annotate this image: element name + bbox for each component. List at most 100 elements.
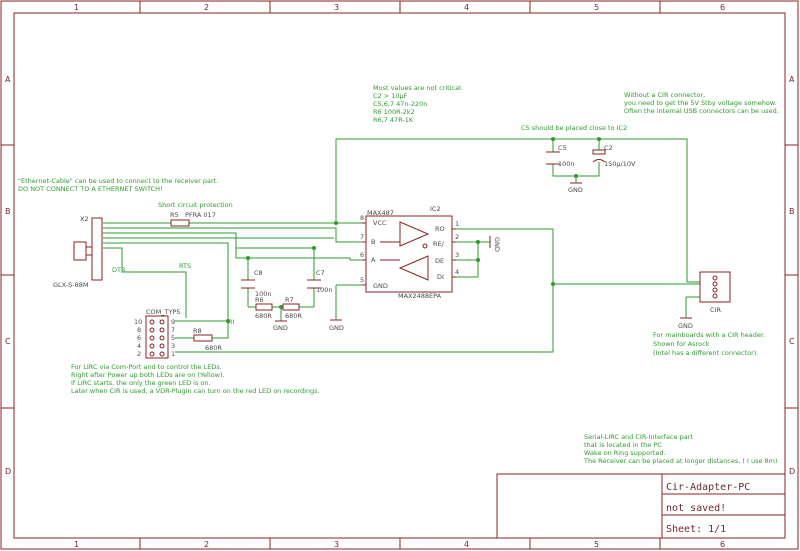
note-line: Most values are not critical.: [373, 84, 463, 92]
note-stby: Without a CIR connector, you need to get…: [624, 91, 779, 115]
note-ethernet: "Ethernet-Cable" can be used to connect …: [18, 177, 218, 193]
column-label: 5: [594, 3, 599, 12]
column-label: 1: [74, 3, 79, 12]
com-pin: 8: [137, 326, 141, 334]
com-connector: COM_TYP5 10 8 6 4 2 9 7 5 3 1: [134, 308, 181, 359]
drawing-title: Cir-Adapter-PC: [666, 482, 750, 493]
ic-pin-ro: RO: [435, 225, 445, 233]
note-line: Right after Power up both LEDs are on (Y…: [71, 371, 225, 379]
note-line: For mainboards with a CIR header.: [653, 331, 765, 339]
x2-connector: X2 GLX-S-88M: [53, 215, 103, 289]
com-pin: 9: [171, 318, 175, 326]
row-labels-left: A B C D: [5, 75, 11, 476]
ic-pin-de: DE: [435, 257, 444, 265]
note-line: C5,6,7 47n-220n: [373, 100, 427, 108]
ic-pin-vcc: VCC: [373, 219, 387, 227]
c8-label: C8: [254, 269, 263, 277]
c5-value: 100n: [558, 160, 575, 168]
note-line: Shown for Asrock: [653, 340, 710, 348]
resistor-r5: R5 PFRA 017: [170, 211, 216, 227]
row-label: D: [789, 467, 795, 476]
title-block: Cir-Adapter-PC not saved! Sheet: 1/1: [496, 473, 786, 539]
note-line: that is located in the PC: [584, 441, 662, 449]
c8-value: 100n: [255, 290, 272, 298]
note-line: Serial-LIRC and CIR-Interface part: [584, 433, 693, 441]
com-pin: 10: [134, 318, 142, 326]
row-label: B: [789, 207, 795, 216]
note-line: For LIRC via Com-Port and to control the…: [71, 363, 222, 371]
note-line: If LIRC starts, the only the green LED i…: [71, 379, 211, 387]
column-label: 1: [74, 540, 79, 549]
column-label: 2: [204, 540, 209, 549]
dtr-label: DTR: [112, 266, 126, 274]
gnd-symbol-r6r7: GND: [273, 320, 288, 332]
note-line: (Intel has a different connector).: [653, 349, 758, 357]
resistor-r7: R7 680R: [282, 296, 302, 320]
ic-pin-number: 3: [455, 251, 459, 259]
note-c5: C5 should be placed close to IC2: [521, 124, 627, 132]
column-label: 6: [720, 3, 725, 12]
ic-pin-number: 4: [455, 268, 459, 276]
note-short-circuit: Short circuit protection: [158, 201, 233, 209]
x2-label: X2: [80, 215, 89, 223]
gnd-label: GND: [678, 322, 693, 330]
r7-label: R7: [285, 296, 294, 304]
column-label: 2: [204, 3, 209, 12]
cir-label: CIR: [710, 306, 721, 314]
ic-pin-number: 5: [360, 276, 364, 284]
gnd-label: GND: [568, 186, 583, 194]
ic-pin-number: 7: [360, 233, 364, 241]
column-labels-bottom: 1 2 3 4 5 6: [74, 540, 725, 549]
c5-label: C5: [558, 144, 567, 152]
com-pin: 1: [171, 350, 175, 358]
com-pin: 3: [171, 342, 175, 350]
column-label: 4: [464, 3, 469, 12]
resistor-r6: R6 680R: [255, 296, 273, 320]
column-label: 3: [334, 3, 339, 12]
ic-pin-di: DI: [437, 273, 444, 281]
c7-value: 100n: [316, 286, 333, 294]
com-pin: 7: [171, 326, 175, 334]
com-pin: 6: [137, 334, 141, 342]
ic-ref: IC2: [430, 205, 441, 213]
note-line: Often the internal USB connectors can be…: [624, 107, 779, 115]
row-label: C: [789, 337, 795, 346]
column-label: 5: [594, 540, 599, 549]
ic-pin-b: B: [371, 238, 375, 246]
note-cir: For mainboards with a CIR header. Shown …: [653, 331, 765, 357]
save-status: not saved!: [666, 503, 726, 514]
c2-value: 150µ/10V: [604, 160, 636, 168]
r8-value: 680R: [205, 344, 222, 352]
row-label: B: [5, 207, 11, 216]
gnd-symbol-re: GND: [489, 236, 501, 252]
column-labels-top: 1 2 3 4 5 6: [74, 3, 725, 12]
capacitor-c8: C8 100n: [241, 269, 272, 298]
gnd-symbol-cir: GND: [678, 317, 693, 330]
r6-label: R6: [255, 296, 264, 304]
cir-header: CIR: [699, 271, 731, 314]
com-label: COM_TYP5: [146, 308, 181, 316]
ic-pin-number: 2: [455, 233, 459, 241]
capacitor-c2: C2 150µ/10V: [592, 144, 636, 168]
x2-value: GLX-S-88M: [53, 281, 88, 289]
ic-type: MAX487: [367, 209, 394, 217]
column-label: 4: [464, 540, 469, 549]
r6-value: 680R: [255, 312, 272, 320]
gnd-label: GND: [329, 324, 344, 332]
gnd-symbol-ic: GND: [329, 319, 344, 332]
capacitor-c5: C5 100n: [546, 144, 575, 168]
r7-value: 680R: [285, 312, 302, 320]
junctions: [226, 137, 601, 323]
column-label: 3: [334, 540, 339, 549]
resistor-r8: R8 680R: [193, 327, 222, 352]
gnd-label: GND: [493, 237, 501, 252]
ic-pin-number: 6: [360, 251, 364, 259]
ic2-transceiver: MAX487 IC2 MAX2488EPA VCC B A GND RO RE/…: [360, 205, 459, 300]
note-line: DO NOT CONNECT TO A ETHERNET SWITCH!: [18, 185, 163, 193]
row-label: A: [5, 75, 11, 84]
r5-value: PFRA 017: [185, 211, 216, 219]
note-serial: Serial-LIRC and CIR-Interface part that …: [583, 433, 778, 465]
note-lirc: For LIRC via Com-Port and to control the…: [71, 363, 320, 395]
